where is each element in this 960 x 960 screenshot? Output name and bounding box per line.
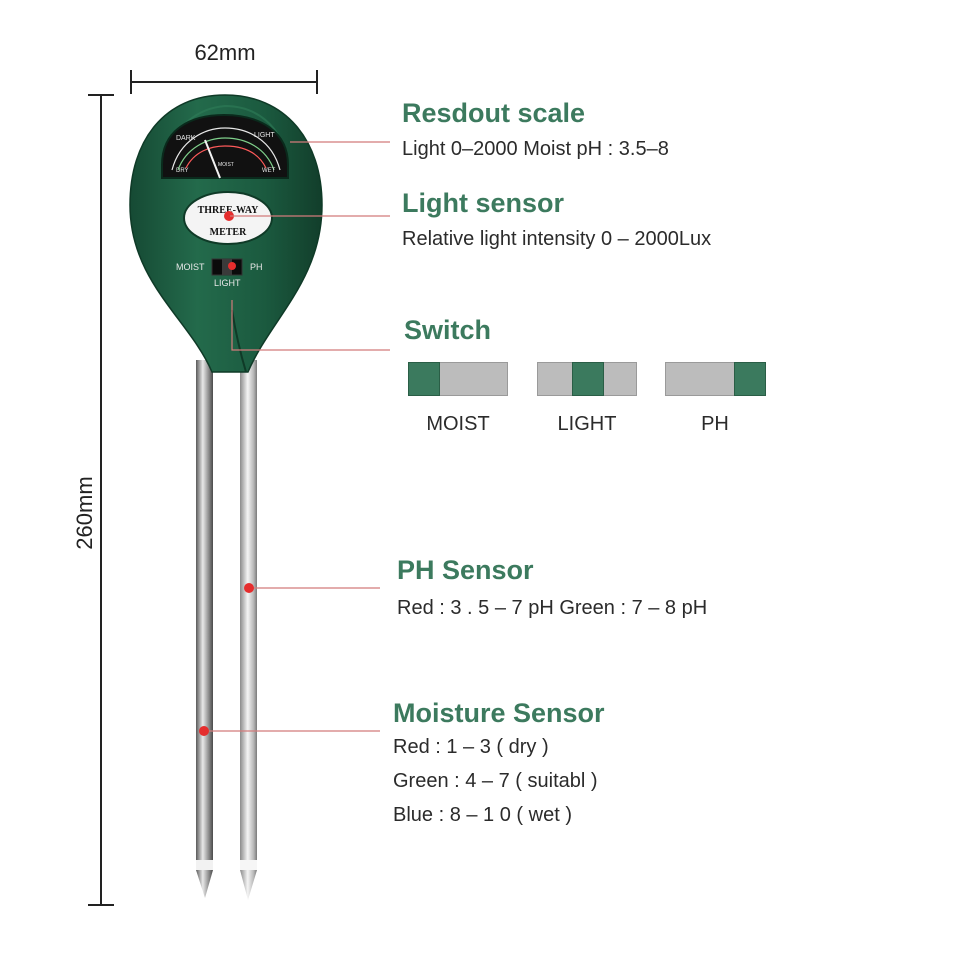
ph-sensor-desc: Red : 3 . 5 – 7 pH Green : 7 – 8 pH — [397, 597, 708, 619]
height-dimension-line — [88, 94, 114, 906]
left-probe — [196, 360, 213, 898]
switch-diagram-ph — [665, 362, 766, 396]
switch-moist-label: MOIST — [176, 262, 205, 272]
width-dimension-label: 62mm — [194, 40, 256, 65]
meter-selector-switch: MOIST PH LIGHT — [176, 258, 263, 288]
moisture-line-green: Green : 4 – 7 ( suitabl ) — [393, 770, 598, 792]
height-dimension-label: 260mm — [72, 476, 97, 550]
switch-label-ph: PH — [701, 413, 729, 435]
light-sensor-desc: Relative light intensity 0 – 2000Lux — [402, 228, 712, 250]
dial-moist-label: MOIST — [218, 162, 234, 168]
switch-title: Switch — [404, 315, 492, 345]
ph-sensor-title: PH Sensor — [397, 555, 534, 585]
dial-light-label: LIGHT — [254, 132, 275, 139]
switch-diagram-moist — [408, 362, 508, 396]
moisture-line-red: Red : 1 – 3 ( dry ) — [393, 736, 549, 758]
moisture-line-blue: Blue : 8 – 1 0 ( wet ) — [393, 804, 572, 826]
light-sensor-dot — [224, 211, 234, 221]
switch-diagram-light — [537, 362, 637, 396]
switch-knob-left — [408, 362, 440, 396]
three-way-badge: THREE-WAY METER — [183, 191, 273, 245]
switch-knob-center — [572, 362, 604, 396]
switch-ph-label: PH — [250, 262, 263, 272]
switch-label-light: LIGHT — [557, 413, 617, 435]
leader-lines — [205, 141, 390, 732]
right-probe — [240, 360, 257, 900]
switch-knob-right — [734, 362, 766, 396]
width-dimension-line — [130, 70, 318, 94]
switch-light-label: LIGHT — [214, 278, 241, 288]
readout-scale-title: Resdout scale — [402, 98, 586, 128]
ph-sensor-dot — [244, 583, 254, 593]
dial-wet-label: WET — [262, 168, 276, 174]
switch-label-moist: MOIST — [426, 413, 490, 435]
dial-dry-label: DRY — [176, 168, 189, 174]
moisture-sensor-title: Moisture Sensor — [393, 698, 605, 728]
moisture-sensor-dot — [199, 726, 209, 736]
dial-dark-label: DARK — [176, 135, 196, 142]
badge-bottom-text: METER — [210, 227, 247, 238]
light-sensor-title: Light sensor — [402, 188, 565, 218]
readout-scale-desc: Light 0–2000 Moist pH : 3.5–8 — [402, 138, 669, 160]
dial-window: DARK LIGHT DRY WET MOIST — [161, 113, 289, 179]
badge-top-text: THREE-WAY — [198, 205, 260, 216]
